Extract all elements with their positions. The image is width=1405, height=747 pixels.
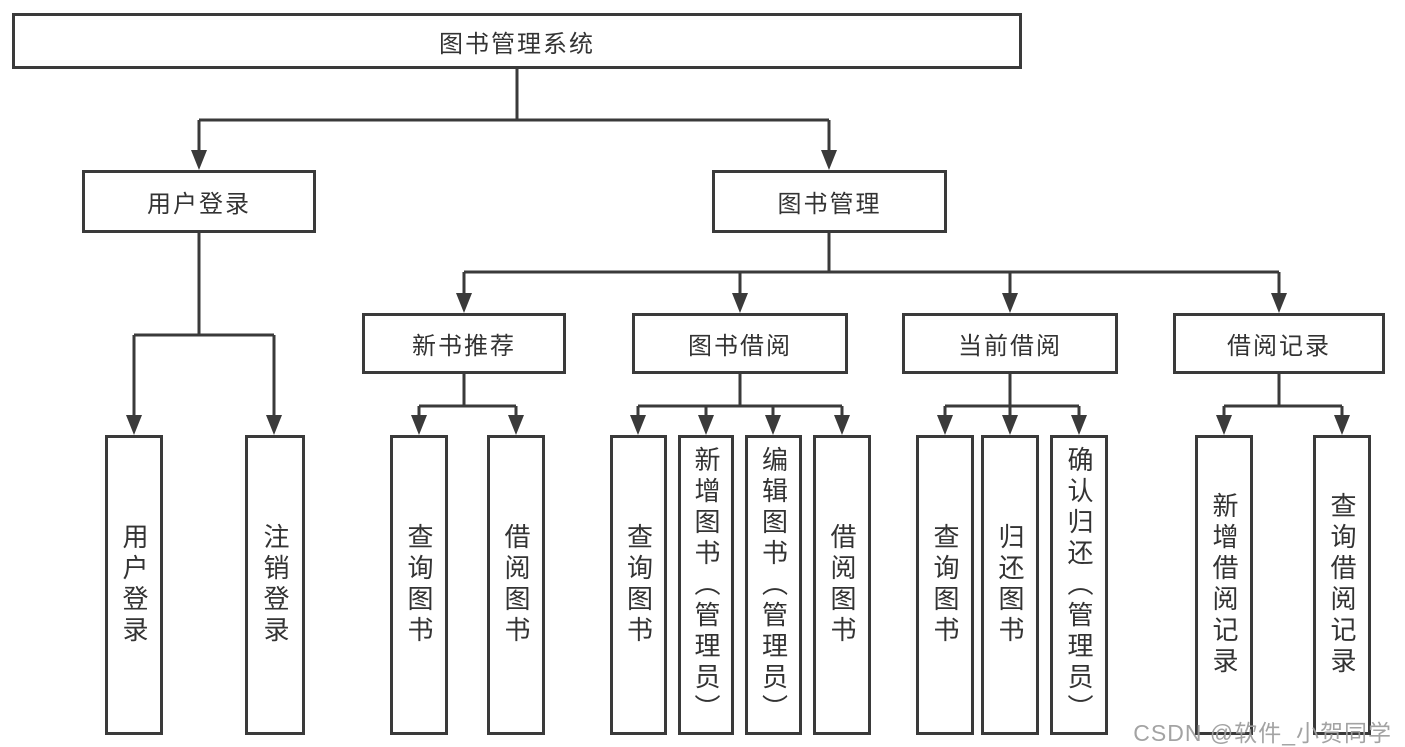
node-borrow-books-leaf: 借阅图书 bbox=[813, 435, 871, 735]
node-return-books: 归还图书 bbox=[981, 435, 1039, 735]
node-label: 注销登录 bbox=[260, 523, 290, 647]
arrow-down-icon bbox=[834, 415, 850, 435]
arrow-down-icon bbox=[1216, 415, 1232, 435]
arrow-down-icon bbox=[1271, 293, 1287, 313]
node-label: 归还图书 bbox=[995, 523, 1025, 647]
node-edit-books-admin: 编辑图书（管理员） bbox=[745, 435, 802, 735]
arrow-down-icon bbox=[456, 293, 472, 313]
arrow-down-icon bbox=[1071, 415, 1087, 435]
node-library-system: 图书管理系统 bbox=[12, 13, 1022, 69]
arrow-down-icon bbox=[411, 415, 427, 435]
node-label: 确认归还（管理员） bbox=[1064, 445, 1094, 725]
node-logout: 注销登录 bbox=[245, 435, 305, 735]
arrow-down-icon bbox=[1002, 415, 1018, 435]
node-label: 借阅图书 bbox=[827, 523, 857, 647]
node-query-borrow-record: 查询借阅记录 bbox=[1313, 435, 1371, 735]
node-borrow-records: 借阅记录 bbox=[1173, 313, 1385, 374]
arrow-down-icon bbox=[732, 293, 748, 313]
node-label: 编辑图书（管理员） bbox=[758, 445, 789, 725]
arrow-down-icon bbox=[266, 415, 282, 435]
node-label: 查询借阅记录 bbox=[1327, 492, 1357, 678]
arrow-down-icon bbox=[1334, 415, 1350, 435]
node-current-borrowing: 当前借阅 bbox=[902, 313, 1118, 374]
watermark-text: CSDN @软件_小贺同学 bbox=[1133, 720, 1392, 746]
arrow-down-icon bbox=[821, 150, 837, 170]
arrow-down-icon bbox=[508, 415, 524, 435]
node-label: 查询图书 bbox=[404, 523, 434, 647]
arrow-down-icon bbox=[698, 415, 714, 435]
arrow-down-icon bbox=[126, 415, 142, 435]
node-query-books-borrowing: 查询图书 bbox=[610, 435, 667, 735]
node-query-books-recommend: 查询图书 bbox=[390, 435, 448, 735]
node-label: 新增图书（管理员） bbox=[691, 445, 721, 725]
arrow-down-icon bbox=[765, 415, 781, 435]
node-book-management: 图书管理 bbox=[712, 170, 947, 233]
arrow-down-icon bbox=[1002, 293, 1018, 313]
node-label: 查询图书 bbox=[623, 523, 654, 647]
node-confirm-return-admin: 确认归还（管理员） bbox=[1050, 435, 1108, 735]
node-add-borrow-record: 新增借阅记录 bbox=[1195, 435, 1253, 735]
arrow-down-icon bbox=[630, 415, 646, 435]
arrow-down-icon bbox=[191, 150, 207, 170]
node-label: 新增借阅记录 bbox=[1209, 492, 1239, 678]
node-label: 借阅图书 bbox=[501, 523, 531, 647]
node-borrow-books-recommend: 借阅图书 bbox=[487, 435, 545, 735]
arrow-down-icon bbox=[937, 415, 953, 435]
arrowheads bbox=[126, 150, 1350, 435]
node-label: 用户登录 bbox=[119, 523, 149, 647]
node-new-book-recommend: 新书推荐 bbox=[362, 313, 566, 374]
node-query-books-current: 查询图书 bbox=[916, 435, 974, 735]
node-label: 查询图书 bbox=[930, 523, 960, 647]
node-user-login: 用户登录 bbox=[82, 170, 316, 233]
node-add-books-admin: 新增图书（管理员） bbox=[678, 435, 734, 735]
node-book-borrowing: 图书借阅 bbox=[632, 313, 848, 374]
node-user-login-leaf: 用户登录 bbox=[105, 435, 163, 735]
connector-lines bbox=[132, 68, 1344, 421]
